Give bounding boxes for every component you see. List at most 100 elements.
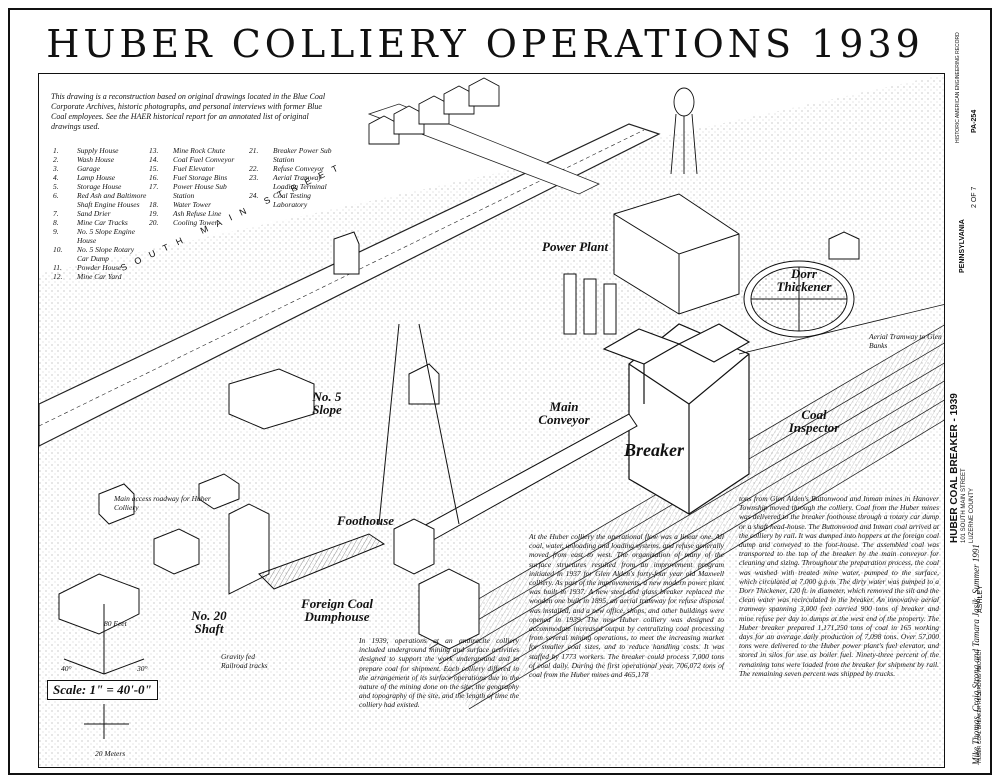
title-block-haer: HISTORIC AMERICAN ENGINEERING RECORD (955, 32, 961, 143)
legend-column-3: 21. Breaker Power Sub Station 22. Refuse Co… (249, 146, 343, 209)
legend-text: Water Tower (173, 200, 211, 209)
breaker-label: Breaker (624, 440, 684, 460)
legend-number: 12. (53, 272, 63, 281)
legend-number: 22. (249, 164, 259, 173)
legend-number: 21. (249, 146, 259, 155)
cooling-tower (828, 231, 860, 260)
breaker-building (602, 323, 751, 515)
legend-text: Fuel Elevator (173, 164, 215, 173)
legend-text: Wash House (77, 155, 115, 164)
legend-text: Red Ash and Baltimore Shaft Engine House… (77, 191, 147, 209)
legend-item: 11. Powder House (53, 263, 147, 272)
essay-column-2: At the Huber colliery the operational fl… (529, 532, 724, 680)
main-street (39, 123, 661, 447)
foothouse-building (393, 518, 435, 575)
legend-item: 20. Cooling Tower (149, 218, 243, 227)
title-block-main: HUBER COAL BREAKER - 1939 (949, 393, 960, 543)
legend-number: 18. (149, 200, 159, 209)
title-block-haer-no: PA-254 (971, 109, 978, 133)
legend-item: 18. Water Tower (149, 200, 243, 209)
legend-item: 8.Mine Car Tracks (53, 218, 147, 227)
isometric-colliery-drawing (39, 74, 944, 767)
drawing-frame: This drawing is a reconstruction based o… (38, 73, 945, 768)
dorr-thickener-tank (743, 260, 855, 338)
side-road (367, 103, 600, 195)
title-block-sub: 101 SOUTH MAIN STREET (961, 468, 967, 543)
legend-text: Powder House (77, 263, 122, 272)
legend-number: 6. (53, 191, 59, 200)
legend-item: 17.Power House Sub Station (149, 182, 243, 200)
aerial-tramway-label: Aerial Tramway to Glen Banks (869, 332, 942, 350)
intro-note: This drawing is a reconstruction based o… (51, 92, 326, 131)
legend-number: 23. (249, 173, 259, 182)
essay-column-3: tons from Glen Alden's Buttonwood and In… (739, 494, 939, 678)
legend-text: Mine Rock Chute (173, 146, 226, 155)
legend-text: Ash Refuse Line (173, 209, 222, 218)
legend-item: 1. Supply House (53, 146, 147, 155)
essay-column-1: In 1939, operations at an anthracite col… (359, 636, 519, 710)
legend-text: Supply House (77, 146, 119, 155)
legend-text: Coal Testing Laboratory (273, 191, 311, 209)
legend-text: Sand Drier (77, 209, 111, 218)
legend-text: No. 5 Slope Engine House (77, 227, 135, 245)
scale-feet-label: 80 Feet (104, 619, 127, 628)
foreign-coal-label: Foreign Coal Dumphouse (301, 596, 373, 624)
legend-text: Cooling Tower (173, 218, 218, 227)
credit-line: Mike Thomas, Craig Strong and Tamara Jas… (971, 544, 981, 765)
legend-number: 16. (149, 173, 159, 182)
legend-text: Refuse Conveyor (273, 164, 325, 173)
title-block-county: LUZERNE COUNTY (969, 487, 975, 543)
legend-item: 6. Red Ash and Baltimore Shaft Engine Hou… (53, 191, 147, 209)
legend-number: 1. (53, 146, 59, 155)
legend-item: 22. Refuse Conveyor (249, 164, 343, 173)
gravity-fed-label: Gravity fed Railroad tracks (221, 652, 268, 670)
legend-number: 10. (53, 245, 63, 254)
scale-diagram (63, 604, 145, 739)
title-block-state: PENNSYLVANIA (959, 219, 966, 273)
legend-text: Garage (77, 164, 100, 173)
legend-text: Lamp House (77, 173, 116, 182)
coal-inspector-label: Coal Inspector (788, 407, 840, 435)
legend-text: Storage House (77, 182, 122, 191)
legend-item: 21. Breaker Power Sub Station (249, 146, 343, 164)
legend-item: 10. No. 5 Slope Rotary Car Dump (53, 245, 147, 263)
legend-number: 2. (53, 155, 59, 164)
drawing-sheet (8, 8, 992, 775)
legend-item: 9.No. 5 Slope Engine House (53, 227, 147, 245)
foreign-coal-dumphouse-building (418, 568, 480, 650)
legend-number: 11. (53, 263, 62, 272)
aerial-tramway-cable (738, 304, 944, 355)
scale-label: Scale: 1" = 40'-0" (47, 680, 158, 700)
small-buildings (58, 473, 240, 635)
legend-text: Breaker Power Sub Station (273, 146, 332, 164)
legend-item: 7.Sand Drier (53, 209, 147, 218)
no20-shaft-label: No. 20 Shaft (191, 608, 227, 636)
legend-text: Aerial Tramway Loading Terminal (273, 173, 327, 191)
legend-item: 23. Aerial Tramway Loading Terminal (249, 173, 343, 191)
main-access-label: Main access roadway for Huber Colliery (114, 494, 211, 512)
legend-item: 2. Wash House (53, 155, 147, 164)
power-plant-label: Power Plant (542, 239, 609, 254)
legend-number: 17. (149, 182, 159, 191)
legend-item: 16.Fuel Storage Bins (149, 173, 243, 182)
legend-text: No. 5 Slope Rotary Car Dump (77, 245, 135, 263)
main-conveyor-label: Main Conveyor (538, 399, 590, 427)
scale-meters-label: 20 Meters (95, 749, 126, 758)
legend-item: 5.Storage House (53, 182, 147, 191)
legend-item: 15.Fuel Elevator (149, 164, 243, 173)
scale-angle-30: 30° (137, 664, 148, 673)
legend-text: Mine Car Tracks (77, 218, 128, 227)
legend-number: 19. (149, 209, 159, 218)
power-plant-building (563, 193, 740, 335)
legend-number: 4. (53, 173, 59, 182)
legend-number: 20. (149, 218, 159, 227)
legend-number: 24. (249, 191, 259, 200)
legend-item: 3.Garage (53, 164, 147, 173)
foothouse-label: Foothouse (337, 513, 395, 528)
track-hatching (419, 325, 944, 709)
legend-text: Coal Fuel Conveyor (173, 155, 235, 164)
title-block-sheet: 2 OF 7 (971, 186, 978, 208)
legend-item: 19. Ash Refuse Line (149, 209, 243, 218)
